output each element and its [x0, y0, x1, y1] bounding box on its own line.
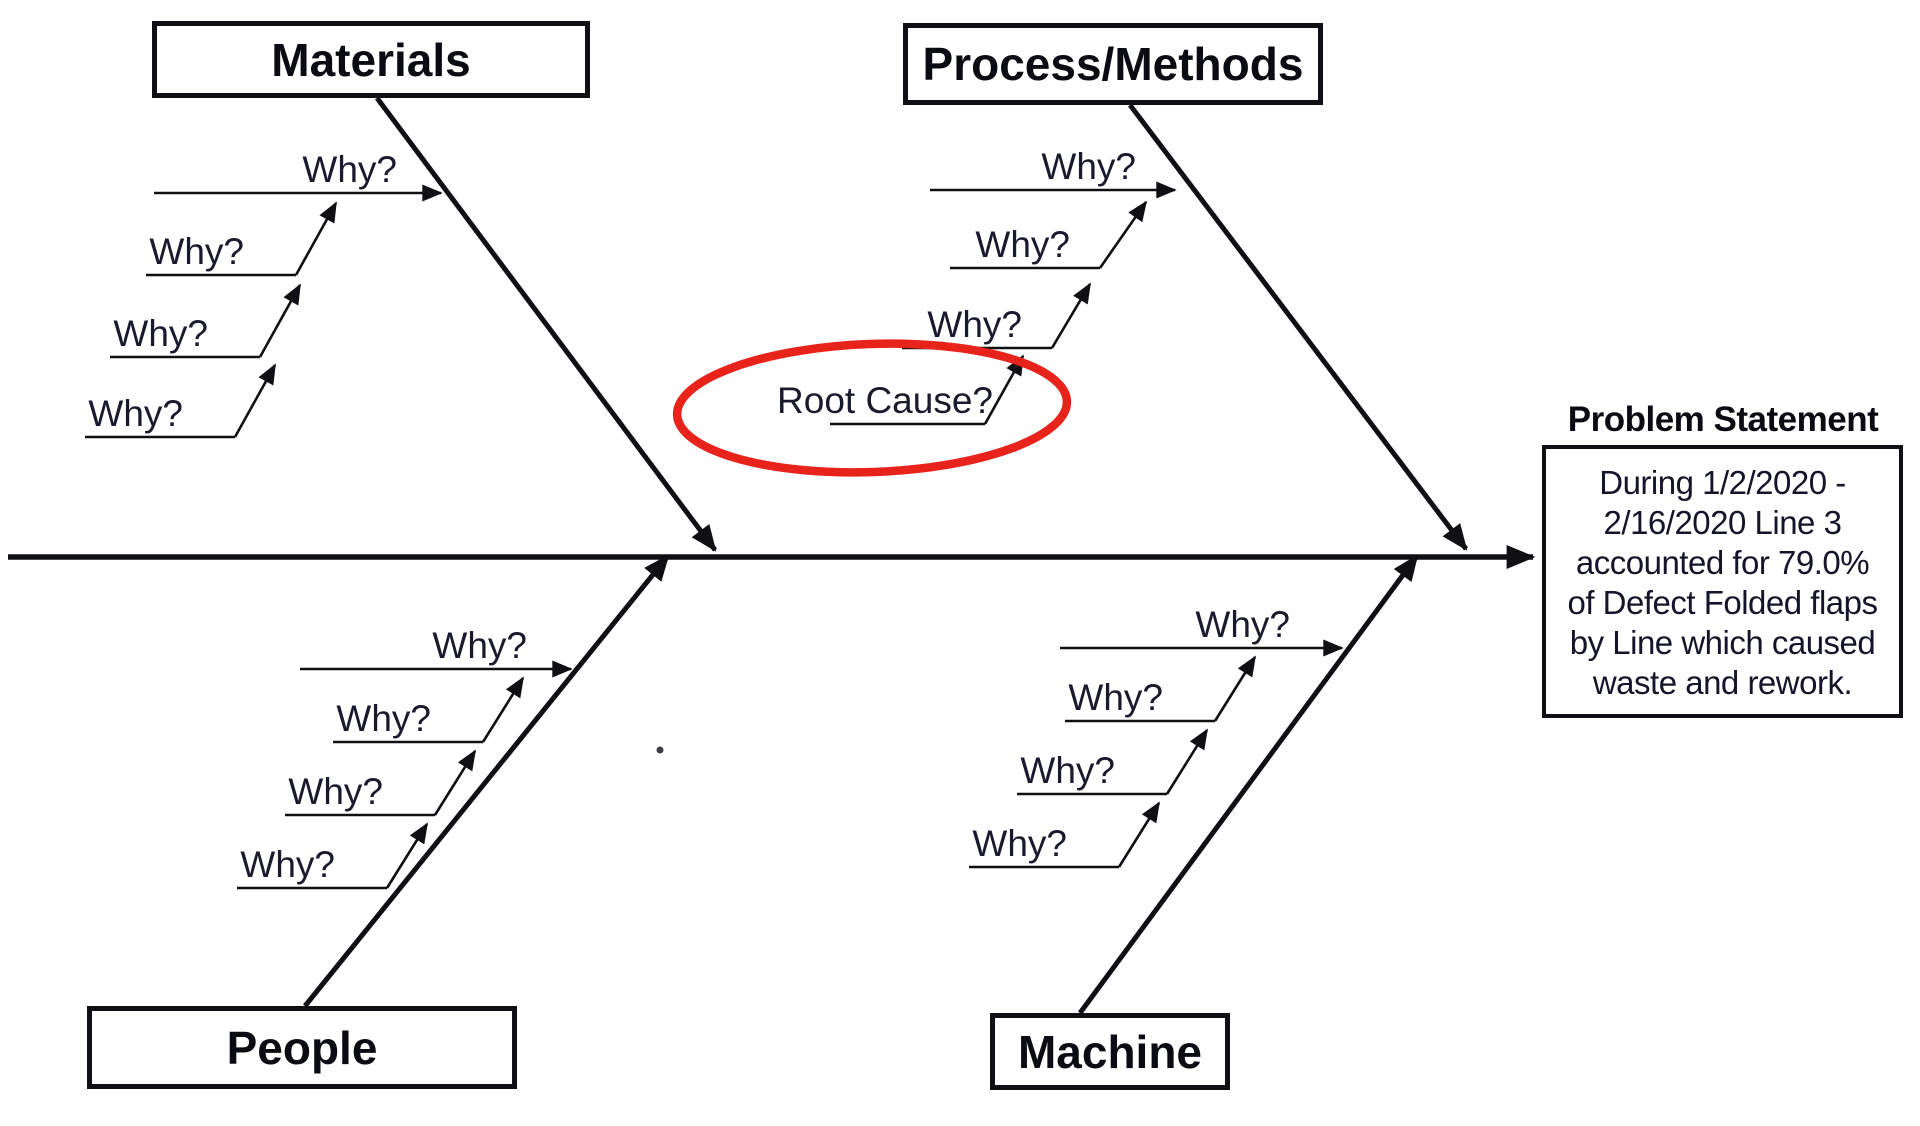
- problem-statement-line: by Line which caused: [1569, 624, 1876, 661]
- problem-statement-line: During 1/2/2020 -: [1599, 464, 1846, 501]
- why-label: Why?: [1195, 604, 1290, 645]
- why-label: Why?: [149, 231, 244, 272]
- why-label: Why?: [972, 823, 1067, 864]
- process-methods-bone: [1128, 103, 1468, 551]
- problem-statement-line: accounted for 79.0%: [1575, 544, 1870, 581]
- why-label: Why?: [1068, 677, 1163, 718]
- process-methods-why-ladder: [830, 181, 1177, 426]
- why-label: Why?: [88, 393, 183, 434]
- why-step-arrow: [481, 676, 525, 743]
- problem-statement-line: waste and rework.: [1592, 664, 1853, 701]
- root-cause-ellipse: [672, 339, 1072, 477]
- why-label: Why?: [975, 224, 1070, 265]
- why-step-arrow: [1098, 200, 1148, 269]
- why-step-arrow: [1050, 282, 1092, 349]
- why-label: Why?: [113, 313, 208, 354]
- category-label-people: People: [226, 1021, 378, 1074]
- problem-statement-line: of Defect Folded flaps: [1567, 584, 1878, 621]
- machine-bone: [1077, 554, 1420, 1015]
- category-label-materials: Materials: [271, 33, 471, 86]
- category-label-process-methods: Process/Methods: [922, 38, 1304, 90]
- why-step-arrow: [1213, 655, 1257, 722]
- stray-mark: [656, 746, 664, 754]
- why-label: Why?: [927, 304, 1022, 345]
- category-box-machine: Machine: [990, 1013, 1230, 1090]
- root-cause-label: Root Cause?: [777, 380, 993, 421]
- why-step-arrow: [258, 283, 302, 358]
- why-step-arrow: [233, 363, 277, 438]
- why-label: Why?: [240, 844, 335, 885]
- problem-statement-line: 2/16/2020 Line 3: [1603, 504, 1842, 541]
- why-label: Why?: [288, 771, 383, 812]
- why-label: Why?: [1041, 146, 1136, 187]
- machine-why-ladder: [969, 639, 1344, 869]
- category-box-materials: Materials: [152, 21, 590, 98]
- category-box-process-methods: Process/Methods: [903, 23, 1323, 105]
- why-label: Why?: [302, 149, 397, 190]
- category-label-machine: Machine: [1017, 1025, 1203, 1078]
- why-step-arrow: [1165, 728, 1209, 795]
- problem-statement-box: During 1/2/2020 - 2/16/2020 Line 3 accou…: [1542, 445, 1903, 718]
- why-step-arrow: [983, 354, 1025, 425]
- why-step-arrow: [1117, 801, 1161, 868]
- why-step-arrow: [385, 822, 429, 889]
- why-label: Why?: [1020, 750, 1115, 791]
- why-label: Why?: [432, 625, 527, 666]
- why-step-arrow: [294, 201, 338, 276]
- why-label: Why?: [336, 698, 431, 739]
- materials-why-ladder: [85, 184, 443, 439]
- people-why-ladder: [237, 660, 573, 890]
- problem-statement-title: Problem Statement: [1567, 400, 1879, 439]
- materials-bone: [374, 96, 718, 552]
- people-bone: [303, 554, 670, 1008]
- why-step-arrow: [433, 749, 477, 816]
- category-box-people: People: [87, 1006, 517, 1089]
